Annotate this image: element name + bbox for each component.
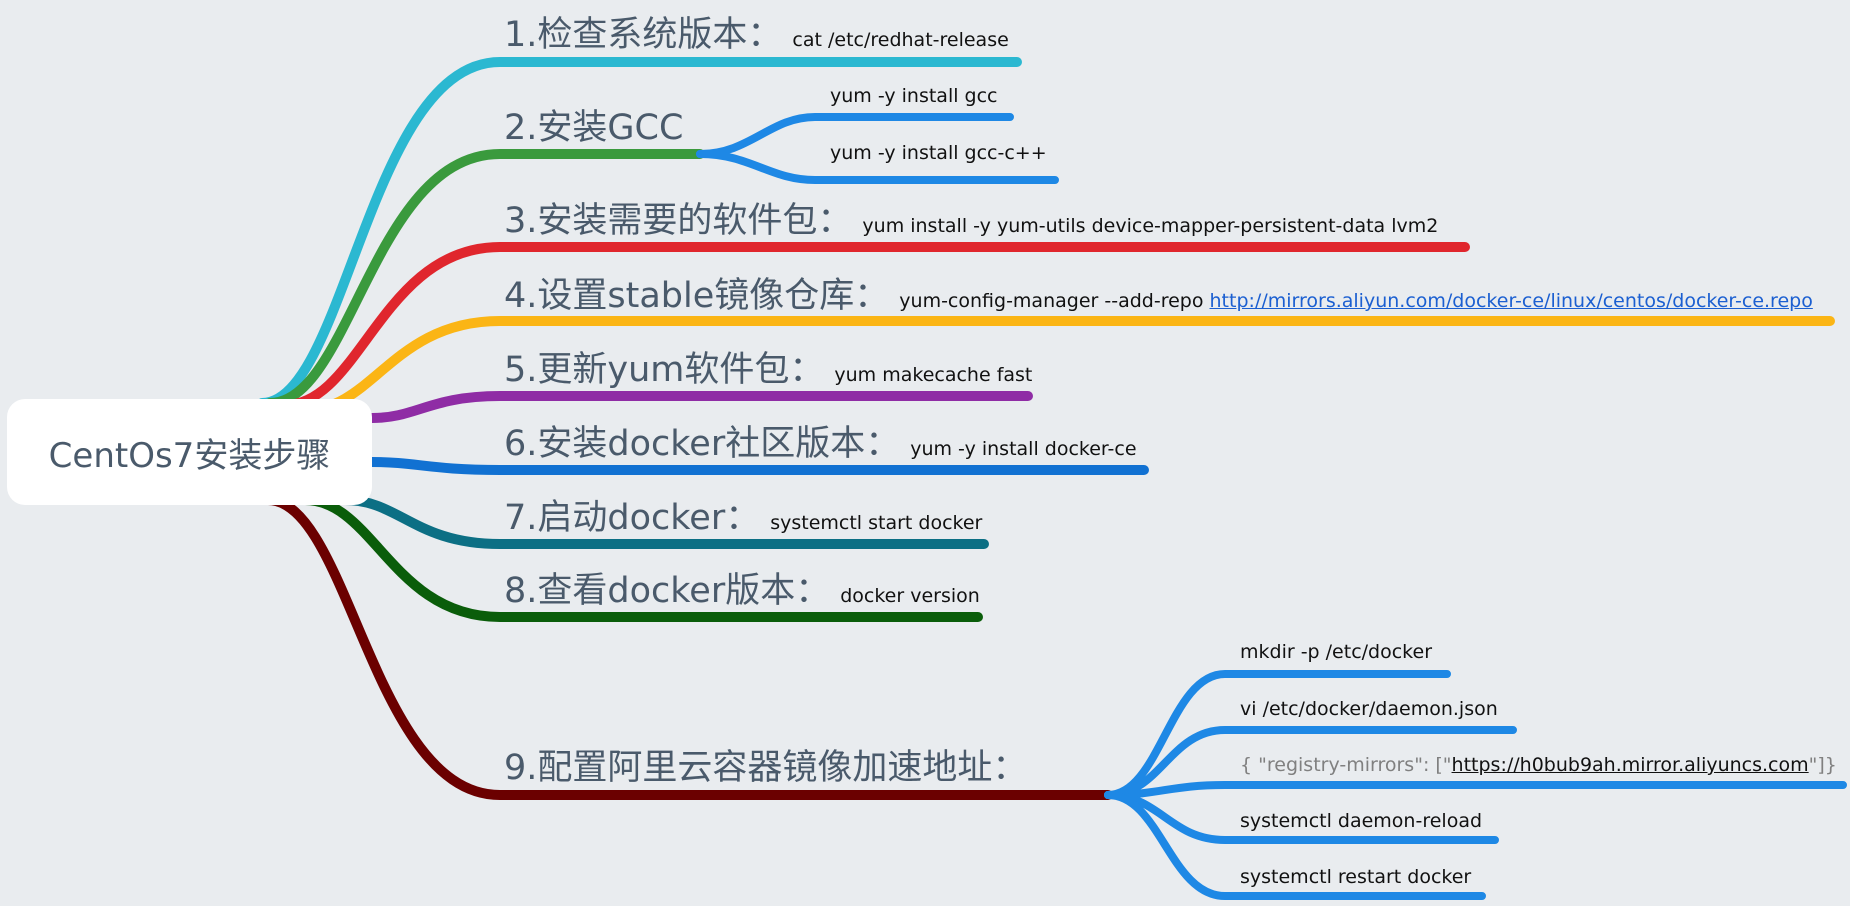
branch-6-label: 6.安装docker社区版本： — [504, 424, 901, 464]
branch-2-edge — [265, 149, 705, 408]
branch-9-child-3-edge — [1104, 781, 1847, 799]
branch-1-edge — [257, 57, 1022, 408]
branch-8-label: 8.查看docker版本： — [504, 571, 831, 611]
branch-7-edge — [340, 495, 989, 549]
branch-8-edge — [300, 495, 983, 622]
branch-node-1[interactable]: 1.检查系统版本： cat /etc/redhat-release — [504, 18, 1009, 53]
branch-node-5[interactable]: 5.更新yum软件包： yum makecache fast — [504, 353, 1032, 388]
branch-node-4[interactable]: 4.设置stable镜像仓库： yum-config-manager --add-… — [504, 279, 1813, 314]
branch-2-leaf-1[interactable]: yum -y install gcc — [830, 85, 998, 107]
root-label: CentOs7安装步骤 — [48, 435, 331, 476]
branch-2-leaf-2[interactable]: yum -y install gcc-c++ — [830, 142, 1047, 164]
branch-9-edge — [263, 495, 1113, 800]
repo-link[interactable]: http://mirrors.aliyun.com/docker-ce/linu… — [1209, 290, 1813, 312]
branch-4-label: 4.设置stable镜像仓库： — [504, 276, 890, 316]
branch-5-edge — [367, 391, 1033, 423]
branch-3-edge — [280, 242, 1470, 410]
root-node[interactable]: CentOs7安装步骤 — [7, 399, 372, 505]
branch-2-child-2-edge — [696, 150, 1059, 184]
branch-4-command: yum-config-manager --add-repo http://mir… — [899, 290, 1813, 312]
branch-node-7[interactable]: 7.启动docker： systemctl start docker — [504, 501, 982, 536]
branch-3-command: yum install -y yum-utils device-mapper-p… — [862, 215, 1439, 237]
branch-7-label: 7.启动docker： — [504, 498, 761, 538]
branch-9-child-5-edge — [1104, 791, 1486, 900]
branch-7-command: systemctl start docker — [770, 512, 983, 534]
branch-9-leaf-2[interactable]: vi /etc/docker/daemon.json — [1240, 698, 1498, 720]
branch-5-command: yum makecache fast — [834, 364, 1033, 386]
branch-4-command-text: yum-config-manager --add-repo — [899, 290, 1210, 312]
branch-9-leaf-4[interactable]: systemctl daemon-reload — [1240, 810, 1483, 832]
branch-node-8[interactable]: 8.查看docker版本： docker version — [504, 574, 980, 609]
branch-node-3[interactable]: 3.安装需要的软件包： yum install -y yum-utils devi… — [504, 204, 1438, 239]
branch-5-label: 5.更新yum软件包： — [504, 350, 825, 390]
branch-2-label: 2.安装GCC — [504, 108, 684, 148]
branch-3-label: 3.安装需要的软件包： — [504, 201, 853, 241]
branch-9-leaf-3[interactable]: { "registry-mirrors": ["https://h0bub9ah… — [1240, 756, 1837, 775]
mirror-link[interactable]: https://h0bub9ah.mirror.aliyuncs.com — [1451, 754, 1809, 776]
registry-mirrors-prefix: { "registry-mirrors": [" — [1240, 754, 1452, 776]
branch-9-label: 9.配置阿里云容器镜像加速地址： — [504, 748, 1028, 788]
branch-node-9[interactable]: 9.配置阿里云容器镜像加速地址： — [504, 751, 1027, 786]
branch-1-command: cat /etc/redhat-release — [792, 29, 1009, 51]
registry-mirrors-suffix: "]} — [1808, 754, 1837, 776]
branch-6-edge — [367, 457, 1149, 475]
branch-8-command: docker version — [840, 585, 980, 607]
branch-1-label: 1.检查系统版本： — [504, 15, 783, 55]
branch-9-leaf-1[interactable]: mkdir -p /etc/docker — [1240, 641, 1433, 663]
branch-9-leaf-5[interactable]: systemctl restart docker — [1240, 866, 1472, 888]
branch-9-child-1-edge — [1104, 670, 1451, 799]
branch-node-2[interactable]: 2.安装GCC — [504, 111, 683, 146]
branch-node-6[interactable]: 6.安装docker社区版本： yum -y install docker-ce — [504, 427, 1137, 462]
branch-6-command: yum -y install docker-ce — [910, 438, 1137, 460]
